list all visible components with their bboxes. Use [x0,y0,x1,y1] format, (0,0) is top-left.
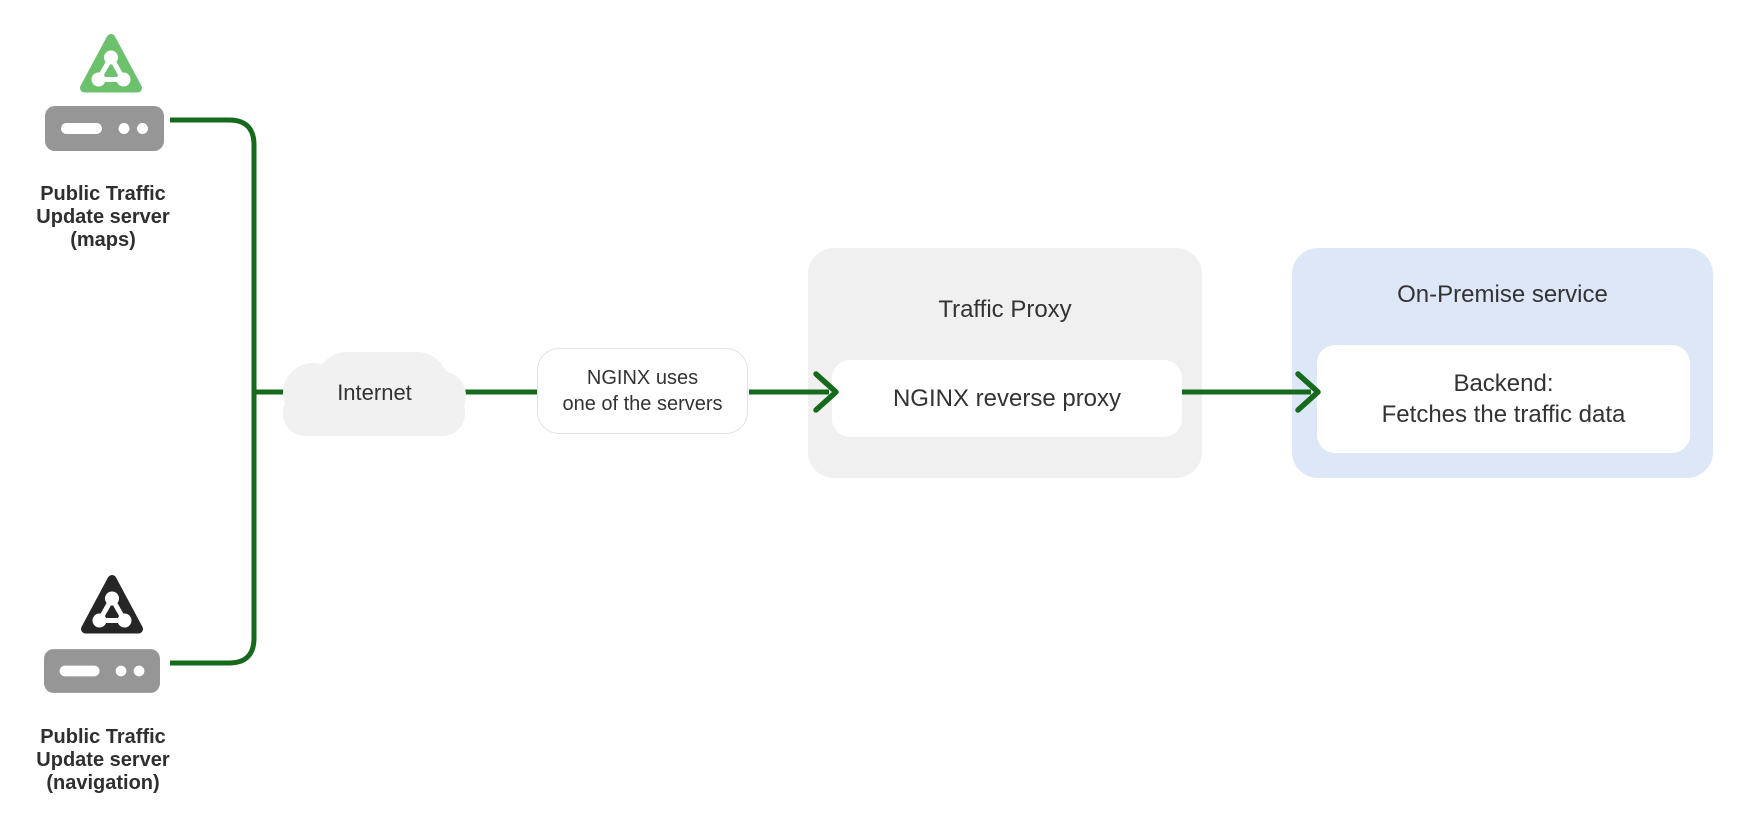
server-navigation-label: Public Traffic Update server (navigation… [0,726,206,795]
nginx-note-line1: NGINX uses [586,367,699,389]
server-navigation-label-line2: Update server [36,749,170,771]
nginx-app-dark-icon [80,570,144,641]
on-premise-title: On-Premise service [1397,281,1608,308]
traffic-proxy-title: Traffic Proxy [938,296,1072,323]
traffic-proxy-container: Traffic Proxy NGINX reverse proxy [808,248,1202,478]
internet-cloud-shape [283,352,466,436]
backend-label-line2: Fetches the traffic data [1381,401,1626,428]
server-icon [45,106,164,151]
nginx-app-green-icon [79,29,143,100]
nginx-note-box: NGINX uses one of the servers [537,348,748,434]
server-navigation-label-line3: (navigation) [46,772,160,794]
note-to-proxy-arrow [749,371,839,413]
nginx-reverse-proxy-node: NGINX reverse proxy [832,360,1182,437]
server-icon [44,648,160,694]
server-navigation-label-line1: Public Traffic [40,726,166,748]
server-maps-label: Public Traffic Update server (maps) [0,183,206,252]
backend-label-line1: Backend: [1453,370,1554,397]
nginx-note-line2: one of the servers [562,393,723,415]
server-maps-label-line2: Update server [36,206,170,228]
server-maps-label-line1: Public Traffic [40,183,166,205]
internet-label: Internet [337,380,412,405]
backend-node: Backend: Fetches the traffic data [1317,345,1690,453]
proxy-to-backend-arrow [1182,371,1321,413]
on-premise-container: On-Premise service Backend: Fetches the … [1292,248,1713,478]
server-maps-label-line3: (maps) [70,229,136,251]
nginx-reverse-proxy-label: NGINX reverse proxy [892,385,1122,412]
